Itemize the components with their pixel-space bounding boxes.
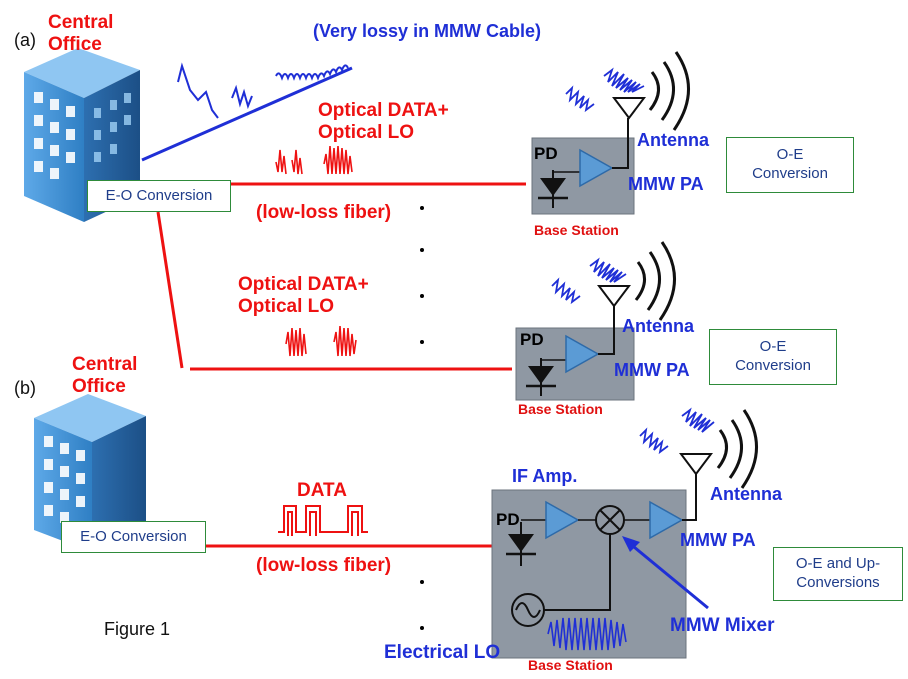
oe-upconversion-box: O-E and Up- Conversions [773, 547, 903, 601]
ellipsis-dot [420, 248, 424, 252]
pd-label: PD [520, 330, 544, 349]
oe-conversion-box-1: O-E Conversion [726, 137, 854, 193]
antenna-label: Antenna [710, 484, 782, 504]
radio-wave-icon [551, 257, 627, 305]
antenna-icon [612, 97, 646, 120]
fiber-label-b: (low-loss fiber) [256, 555, 392, 576]
panel-b-tag: (b) [14, 378, 36, 398]
base-station-2 [515, 285, 635, 401]
oe-conversion-box-2: O-E Conversion [709, 329, 837, 385]
figure-caption: Figure 1 [104, 619, 171, 639]
ellipsis-dot [420, 206, 424, 210]
antenna-icon [597, 285, 631, 308]
data-square-wave [287, 511, 359, 536]
antenna-icon [679, 453, 713, 476]
building-icon [34, 394, 146, 552]
optical-signal-waveform [275, 145, 353, 175]
decaying-signal-waveform [177, 62, 349, 119]
radio-wave-icon [634, 241, 676, 321]
mmw-pa-label: MMW PA [628, 174, 704, 194]
base-station-b [491, 474, 697, 659]
amplifier-icon [649, 500, 684, 540]
fiber-label-a: (low-loss fiber) [256, 202, 392, 223]
radio-wave-icon [565, 67, 645, 113]
base-station-label: Base Station [534, 222, 619, 238]
signal-label-1: Optical DATA+ Optical LO [318, 100, 449, 143]
antenna-label: Antenna [622, 316, 694, 336]
mmw-mixer-label: MMW Mixer [670, 615, 775, 636]
pd-label: PD [496, 510, 520, 529]
amplifier-icon [579, 148, 614, 188]
signal-label-2: Optical DATA+ Optical LO [238, 274, 369, 317]
radio-wave-icon [639, 407, 715, 455]
data-square-wave [278, 505, 368, 533]
central-office-label: Central Office [48, 12, 114, 55]
mixer-arrowhead [622, 536, 640, 552]
pd-label: PD [534, 144, 558, 163]
ellipsis-dot [420, 340, 424, 344]
mmw-pa-label: MMW PA [680, 530, 756, 550]
ellipsis-dot [420, 294, 424, 298]
ellipsis-dot [420, 626, 424, 630]
radio-wave-icon [716, 409, 758, 489]
eo-conversion-box-a: E-O Conversion [87, 180, 231, 212]
radio-wave-icon [648, 51, 690, 131]
antenna-label: Antenna [637, 130, 709, 150]
fiber-a-branch [156, 211, 184, 369]
electrical-lo-label: Electrical LO [384, 642, 501, 663]
mmw-pa-label: MMW PA [614, 360, 690, 380]
lo-signal-waveform [547, 617, 627, 651]
central-office-label: Central Office [72, 354, 138, 397]
if-amp-label: IF Amp. [512, 466, 578, 486]
oscillator-icon [511, 593, 545, 627]
ellipsis-dot [420, 580, 424, 584]
amplifier-icon [565, 334, 600, 374]
eo-conversion-box-b: E-O Conversion [61, 521, 206, 553]
mmw-cable [141, 66, 353, 162]
mixer-arrow [627, 540, 709, 610]
cable-note: (Very lossy in MMW Cable) [313, 21, 542, 41]
panel-a-tag: (a) [14, 30, 36, 50]
amplifier-icon [545, 500, 580, 540]
optical-signal-waveform [285, 325, 357, 357]
base-station-1 [531, 97, 646, 215]
data-label: DATA [297, 480, 347, 501]
base-station-label: Base Station [518, 401, 603, 417]
base-station-label: Base Station [528, 657, 613, 673]
